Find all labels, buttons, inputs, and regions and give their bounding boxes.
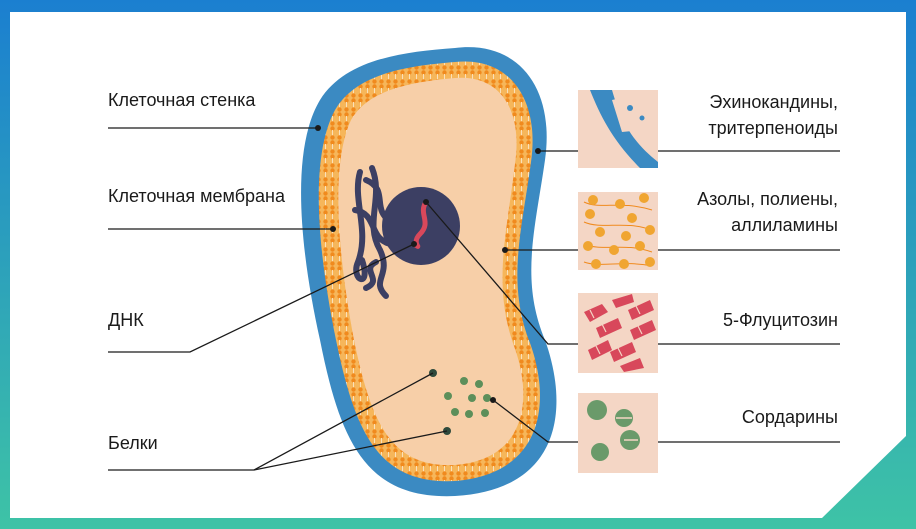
leader-flucytosine <box>425 201 840 345</box>
label-cell-membrane: Клеточная мембрана <box>108 186 285 206</box>
fungal-cell <box>301 47 557 497</box>
label-echinocandins-line2: тритерпеноиды <box>708 118 838 138</box>
label-azoles-line1: Азолы, полиены, <box>697 189 838 209</box>
cytoplasm <box>338 77 524 466</box>
left-leader-lines <box>108 125 448 471</box>
label-dna: ДНК <box>108 310 144 330</box>
label-echinocandins-line1: Эхинокандины, <box>709 92 838 112</box>
dna-helix <box>411 199 429 249</box>
ribosome-protein-icon <box>578 393 658 473</box>
cell-wall-damage-icon <box>578 90 658 168</box>
leader-dna <box>108 243 415 353</box>
leader-proteins-b <box>253 430 448 471</box>
label-cell-wall: Клеточная стенка <box>108 90 256 110</box>
leader-sordarins <box>492 399 840 443</box>
dna-strands <box>352 165 395 299</box>
nucleus <box>382 187 460 265</box>
right-leader-lines <box>423 148 840 443</box>
label-flucytosine: 5-Флуцитозин <box>722 310 838 330</box>
label-proteins: Белки <box>108 433 158 453</box>
label-sordarins: Сордарины <box>741 407 838 427</box>
label-azoles-line2: аллиламины <box>731 215 838 235</box>
label-echinocandins: Эхинокандины, тритерпеноиды <box>708 89 838 141</box>
membrane-lipid-icon <box>578 192 658 270</box>
label-azoles: Азолы, полиены, аллиламины <box>697 186 838 238</box>
dna-fragment-icon <box>578 293 658 373</box>
